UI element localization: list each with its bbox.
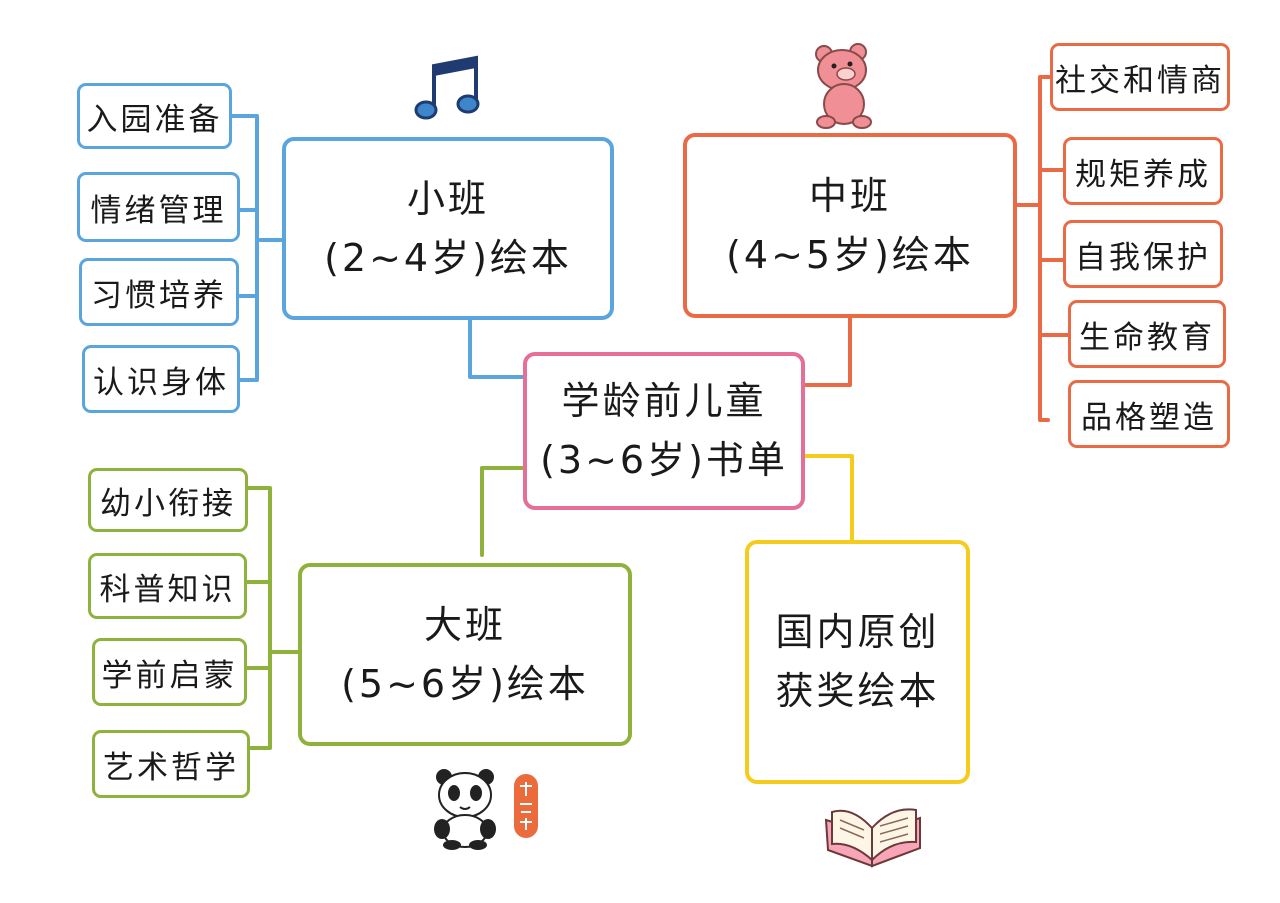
award-title-line2: 获奖绘本 xyxy=(775,669,940,713)
pink-bear-icon xyxy=(815,43,872,129)
small-class-item-1[interactable]: 入园准备 xyxy=(77,83,232,149)
middle-class-age: (4~5岁)绘本 xyxy=(726,232,974,277)
small-class-title: 小班 xyxy=(406,176,489,221)
middle-class-node[interactable]: 中班 (4~5岁)绘本 xyxy=(683,133,1017,318)
award-title-line1: 国内原创 xyxy=(775,610,940,655)
item-label: 入园准备 xyxy=(86,101,223,138)
small-class-item-4[interactable]: 认识身体 xyxy=(82,345,240,413)
item-label: 自我保护 xyxy=(1075,239,1211,276)
item-label: 品格塑造 xyxy=(1081,399,1217,436)
item-label: 认识身体 xyxy=(93,364,229,401)
middle-class-item-3[interactable]: 自我保护 xyxy=(1063,220,1223,288)
item-label: 科普知识 xyxy=(99,571,236,608)
item-label: 社交和情商 xyxy=(1055,62,1225,99)
small-class-item-2[interactable]: 情绪管理 xyxy=(77,172,240,242)
item-label: 规矩养成 xyxy=(1075,156,1211,193)
middle-class-item-2[interactable]: 规矩养成 xyxy=(1063,137,1223,205)
item-label: 习惯培养 xyxy=(91,277,227,314)
center-title-line2: (3~6岁)书单 xyxy=(540,438,788,482)
item-label: 幼小衔接 xyxy=(100,485,236,522)
item-label: 学前启蒙 xyxy=(101,657,238,694)
red-seal-icon xyxy=(514,774,538,838)
middle-class-item-5[interactable]: 品格塑造 xyxy=(1068,380,1230,448)
big-class-item-3[interactable]: 学前启蒙 xyxy=(92,638,247,706)
middle-class-item-1[interactable]: 社交和情商 xyxy=(1050,43,1230,111)
small-class-item-3[interactable]: 习惯培养 xyxy=(79,258,239,326)
big-class-node[interactable]: 大班 (5~6岁)绘本 xyxy=(298,563,632,746)
middle-class-title: 中班 xyxy=(808,173,891,218)
center-title-line1: 学龄前儿童 xyxy=(561,379,767,424)
center-topic[interactable]: 学龄前儿童 (3~6岁)书单 xyxy=(523,352,805,510)
big-class-item-2[interactable]: 科普知识 xyxy=(88,553,247,619)
big-class-title: 大班 xyxy=(423,602,506,647)
big-class-item-1[interactable]: 幼小衔接 xyxy=(88,468,248,532)
open-book-icon xyxy=(824,808,921,868)
panda-icon xyxy=(434,769,496,850)
item-label: 艺术哲学 xyxy=(103,749,239,786)
item-label: 情绪管理 xyxy=(90,192,227,229)
small-class-age: (2~4岁)绘本 xyxy=(324,235,572,280)
middle-class-item-4[interactable]: 生命教育 xyxy=(1068,300,1226,368)
music-note-icon xyxy=(414,55,480,120)
big-class-item-4[interactable]: 艺术哲学 xyxy=(92,730,250,798)
item-label: 生命教育 xyxy=(1079,319,1215,356)
big-class-age: (5~6岁)绘本 xyxy=(341,661,589,706)
small-class-node[interactable]: 小班 (2~4岁)绘本 xyxy=(282,137,614,320)
award-books-node[interactable]: 国内原创 获奖绘本 xyxy=(745,540,970,784)
